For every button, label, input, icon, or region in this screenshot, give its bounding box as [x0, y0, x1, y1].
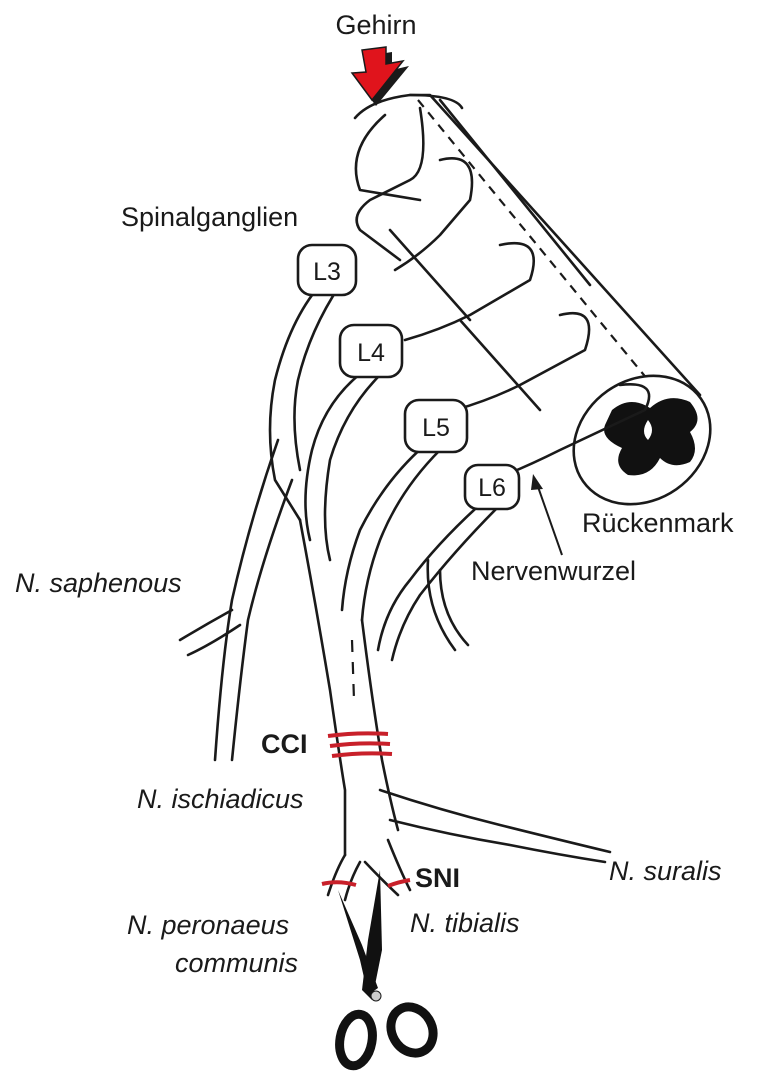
cci-ligatures — [328, 733, 392, 756]
segment-label-l5: L5 — [422, 414, 450, 442]
nerve-root-pointer-icon — [531, 474, 562, 555]
segment-label-l3: L3 — [313, 258, 341, 286]
saphenous-label: N. saphenous — [15, 568, 182, 598]
sni-ligatures — [322, 880, 410, 886]
ischiadicus-label: N. ischiadicus — [137, 784, 304, 814]
sni-label: SNI — [415, 863, 460, 893]
cci-label: CCI — [261, 729, 308, 759]
scissors-icon — [336, 870, 442, 1068]
ganglion-l6: L6 — [465, 465, 519, 509]
nerve-root-label: Nervenwurzel — [471, 556, 636, 586]
suralis-label: N. suralis — [609, 856, 722, 886]
ganglion-l3: L3 — [298, 245, 356, 295]
ganglion-l4: L4 — [340, 325, 402, 377]
ganglion-l5: L5 — [405, 400, 467, 452]
saphenous-nerve — [180, 440, 292, 760]
segment-label-l6: L6 — [478, 474, 506, 502]
peronaeus-label-line1: N. peronaeus — [127, 910, 289, 940]
spinal-cord-label: Rückenmark — [582, 508, 734, 538]
brain-label: Gehirn — [335, 10, 416, 40]
side-branch — [428, 560, 468, 650]
peronaeus-label-line2: communis — [175, 948, 298, 978]
spinal-cord — [355, 95, 735, 530]
segment-label-l4: L4 — [357, 339, 385, 367]
ganglia-label: Spinalganglien — [121, 202, 298, 232]
tibialis-label: N. tibialis — [410, 908, 520, 938]
